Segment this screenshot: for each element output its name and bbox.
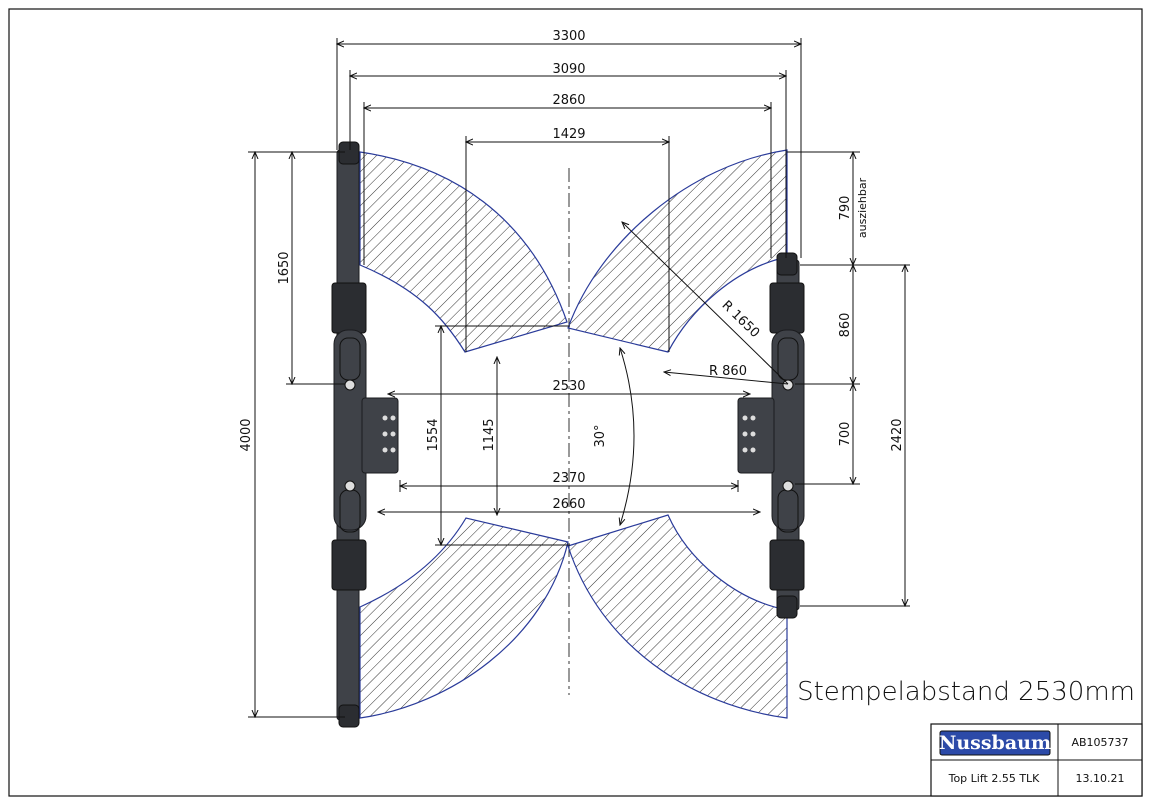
- radius-1650: R 1650: [719, 298, 763, 341]
- dim-700: 700: [838, 422, 853, 447]
- dim-3090: 3090: [552, 62, 585, 77]
- right-column: [737, 252, 805, 619]
- dimension-lines: [248, 38, 910, 717]
- drawing-date: 13.10.21: [1076, 772, 1125, 785]
- drawing-frame: [8, 8, 1143, 797]
- dim-ausziehbar: ausziehbar: [856, 177, 869, 238]
- dim-790: 790: [838, 196, 853, 221]
- model-name: Top Lift 2.55 TLK: [948, 772, 1041, 785]
- swing-area-bottom-left: [359, 517, 569, 719]
- swing-area-top-left: [359, 151, 568, 353]
- dim-4000: 4000: [239, 418, 254, 451]
- dim-1429: 1429: [552, 127, 585, 142]
- dim-1650: 1650: [277, 251, 292, 284]
- nussbaum-logo: [939, 730, 1051, 756]
- logo-text: Nussbaum: [939, 732, 1051, 754]
- swing-area-top-right: [567, 149, 788, 353]
- dim-1554: 1554: [426, 418, 441, 451]
- angle-30: 30°: [593, 424, 608, 447]
- dim-2370: 2370: [552, 471, 585, 486]
- arm-swing-areas: [359, 149, 788, 719]
- dim-3300: 3300: [552, 29, 585, 44]
- dim-2420: 2420: [890, 418, 905, 451]
- dim-860: 860: [838, 313, 853, 338]
- left-column: [331, 141, 399, 728]
- dim-2530: 2530: [552, 379, 585, 394]
- dim-2860: 2860: [552, 93, 585, 108]
- title-block: Nussbaum AB105737 Top Lift 2.55 TLK 13.1…: [930, 723, 1143, 797]
- radius-860: R 860: [709, 364, 747, 379]
- dim-1145: 1145: [482, 418, 497, 451]
- swing-area-bottom-right: [567, 514, 788, 719]
- drawing-number: AB105737: [1071, 736, 1128, 749]
- drawing-title: Stempelabstand 2530mm: [797, 677, 1135, 707]
- dim-2660: 2660: [552, 497, 585, 512]
